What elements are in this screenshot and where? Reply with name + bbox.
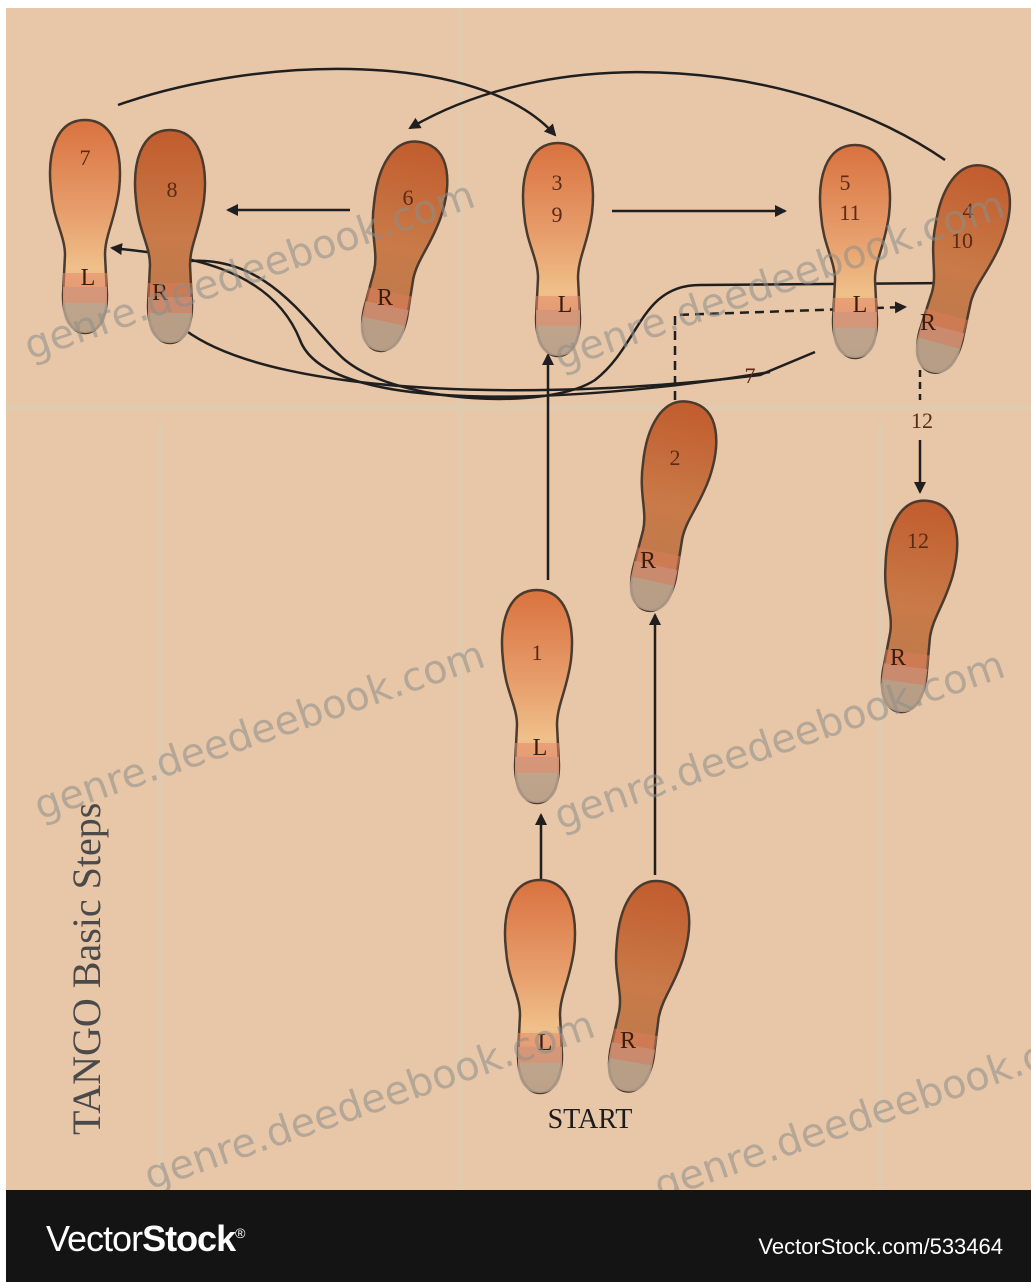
svg-text:1: 1 [532,640,543,665]
svg-text:R: R [890,645,906,671]
svg-text:R: R [620,1028,636,1054]
svg-text:L: L [81,265,96,291]
svg-text:R: R [377,285,393,311]
svg-text:8: 8 [167,177,178,202]
svg-text:L: L [558,292,573,318]
svg-text:2: 2 [670,445,681,470]
brand-registered-mark: ® [235,1225,244,1241]
vectorstock-logo: VectorStock® [46,1218,244,1260]
svg-text:L: L [853,292,868,318]
tango-step-diagram: 7 12 7 L 8 R 6 R 3 9 L 5 11 L [0,0,1031,1190]
svg-text:L: L [533,735,548,761]
svg-text:12: 12 [907,528,929,553]
arrow-label-12: 12 [911,408,933,433]
svg-text:5: 5 [840,170,851,195]
brand-part-2: Stock [142,1218,235,1259]
arrow-label-7: 7 [745,363,756,388]
svg-text:7: 7 [80,145,91,170]
footer-url[interactable]: VectorStock.com/533464 [758,1234,1003,1260]
svg-text:9: 9 [552,202,563,227]
svg-text:3: 3 [552,170,563,195]
start-label: START [548,1104,633,1135]
svg-text:R: R [640,548,656,574]
svg-text:11: 11 [839,200,860,225]
footer-bar: VectorStock® VectorStock.com/533464 [6,1190,1031,1282]
diagram-title: TANGO Basic Steps [64,803,109,1135]
brand-part-1: Vector [46,1218,142,1259]
svg-text:R: R [920,310,936,336]
